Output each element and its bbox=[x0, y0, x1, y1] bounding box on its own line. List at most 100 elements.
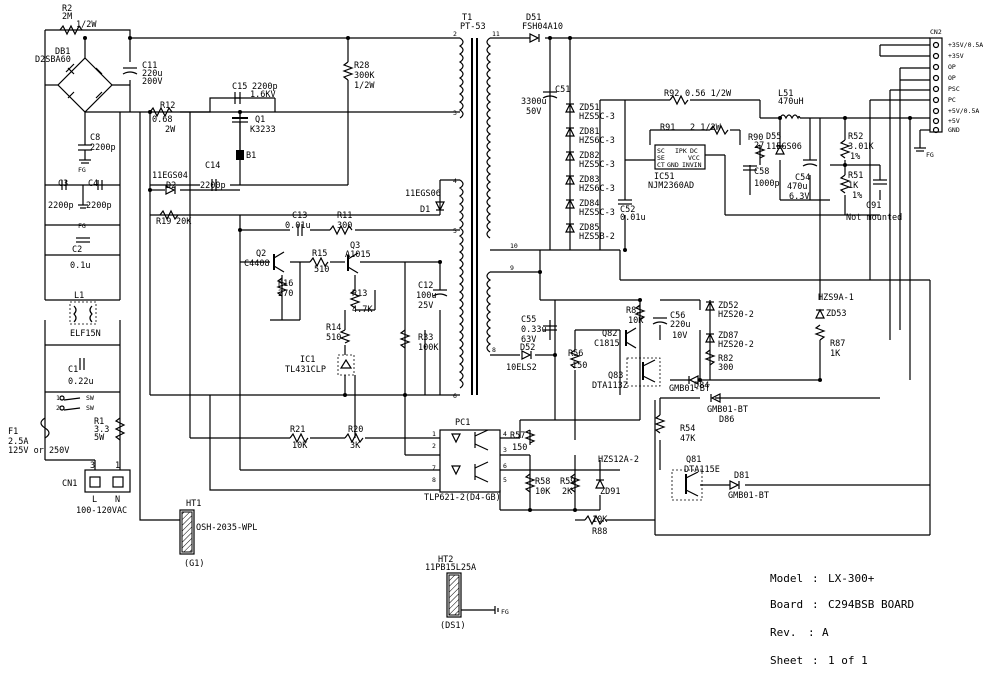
d84-val: GMB01-BT bbox=[669, 384, 710, 394]
ic51-ref: IC51 bbox=[654, 172, 674, 182]
c4-ref: C4 bbox=[88, 179, 98, 189]
zd82-val: HZS5C-3 bbox=[579, 160, 615, 170]
c12-ref: C12 bbox=[418, 281, 433, 291]
r92-val: 0.56 1/2W bbox=[685, 89, 732, 99]
ic1-val: TL431CLP bbox=[285, 365, 326, 375]
component-C52: C52 0.01u bbox=[618, 199, 646, 223]
t1-pin6: 6 bbox=[453, 392, 457, 400]
title-block: Model : LX-300+ Board : C294BSB BOARD Re… bbox=[770, 572, 914, 667]
db1-ref: DB1 bbox=[55, 47, 70, 57]
d81-val: GMB01-BT bbox=[728, 491, 769, 501]
d81-ref: D81 bbox=[734, 471, 749, 481]
component-C55: C55 0.33u 63V bbox=[521, 315, 557, 345]
cn1-pin1: 1 bbox=[115, 461, 120, 471]
component-R87: R87 1K bbox=[814, 324, 845, 359]
r2-val2: 1/2W bbox=[76, 20, 97, 30]
l1-val: ELF15N bbox=[70, 329, 101, 339]
component-HT2: FG HT2 11PB15L25A (DS1) bbox=[425, 555, 509, 631]
r16-val: 270 bbox=[278, 289, 293, 299]
c55-val2: 63V bbox=[521, 335, 536, 345]
r59-ref: R59 bbox=[560, 477, 575, 487]
component-D2: 11EGS04 D2 bbox=[152, 171, 188, 195]
pc1-pin7: 7 bbox=[432, 464, 436, 472]
zd52-val: HZS20-2 bbox=[718, 310, 754, 320]
component-D84: D84 GMB01-BT bbox=[669, 375, 710, 394]
r52-val2: 1% bbox=[850, 152, 860, 162]
c58-val: 1000p bbox=[754, 179, 780, 189]
ht1-val: OSH-2035-WPL bbox=[196, 523, 257, 533]
component-ZD53: HZS9A-1 ZD53 bbox=[815, 293, 854, 319]
r16-ref: R16 bbox=[278, 279, 293, 289]
c12-val2: 25V bbox=[418, 301, 433, 311]
r28-val: 300K bbox=[354, 71, 375, 81]
f1-val: 2.5A bbox=[8, 437, 28, 447]
component-ZD91: HZS12A-2 ZD91 bbox=[595, 455, 639, 497]
pc1-pin1: 1 bbox=[432, 430, 436, 438]
component-R83: R83 10K bbox=[626, 304, 646, 326]
ht2-val: 11PB15L25A bbox=[425, 563, 476, 573]
r88-val: 10K bbox=[592, 515, 608, 525]
zd81-ref: ZD81 bbox=[579, 127, 599, 137]
component-L51: L51 470uH bbox=[778, 89, 804, 120]
component-B1: B1 bbox=[236, 150, 256, 161]
rev-label: Rev. bbox=[770, 626, 797, 639]
r33-val: 100K bbox=[418, 343, 439, 353]
r90-ref: R90 bbox=[748, 133, 763, 143]
zd91-val: HZS12A-2 bbox=[598, 455, 639, 465]
r83-ref: R83 bbox=[626, 306, 641, 316]
r2-ref: R2 bbox=[62, 4, 72, 14]
d86-ref: D86 bbox=[719, 415, 734, 425]
c12-val: 100u bbox=[416, 291, 436, 301]
t1-pin2: 2 bbox=[453, 30, 457, 38]
ic51-pin-invin: INVIN bbox=[682, 161, 702, 169]
component-C12: C12 100u 25V bbox=[416, 281, 448, 311]
c55-ref: C55 bbox=[521, 315, 536, 325]
zd84-ref: ZD84 bbox=[579, 199, 599, 209]
component-R90: R90 27 bbox=[748, 133, 766, 159]
component-ZD52: ZD52 HZS20-2 bbox=[705, 300, 754, 320]
zd51-ref: ZD51 bbox=[579, 103, 599, 113]
r15-ref: R15 bbox=[312, 249, 327, 259]
ic51-pin-ipk: IPK bbox=[675, 147, 687, 155]
rev-sep: : bbox=[808, 626, 815, 639]
component-C54: C54 470u 6.3V bbox=[787, 159, 818, 202]
rev-value: A bbox=[822, 626, 829, 639]
r52-val: 3.01K bbox=[848, 142, 874, 152]
r11-ref: R11 bbox=[337, 211, 352, 221]
c2-ref: C2 bbox=[72, 245, 82, 255]
c51-val2: 50V bbox=[526, 107, 541, 117]
c1-ref: C1 bbox=[68, 365, 78, 375]
r14-ref: R14 bbox=[326, 323, 341, 333]
r51-val2: 1% bbox=[852, 191, 862, 201]
pc1-pin5: 5 bbox=[503, 476, 507, 484]
d55-ref: D55 bbox=[766, 132, 781, 142]
c91-ref: C91 bbox=[866, 201, 881, 211]
zd51-val: HZS5C-3 bbox=[579, 112, 615, 122]
c55-val: 0.33u bbox=[521, 325, 547, 335]
q3-val: A1015 bbox=[345, 250, 371, 260]
r28-ref: R28 bbox=[354, 61, 369, 71]
board-sep: : bbox=[812, 598, 819, 611]
d51-ref: D51 bbox=[526, 13, 541, 23]
c52-ref: C52 bbox=[620, 205, 635, 215]
component-Q81: Q81 DTA115E bbox=[671, 455, 720, 501]
component-C15: C15 2200p 1.6KV bbox=[232, 82, 278, 104]
zener-chain: ZD51 HZS5C-3 ZD81 HZS6C-3 ZD82 HZS5C-3 Z… bbox=[565, 102, 615, 242]
r1-val2: 5W bbox=[94, 433, 105, 443]
t1-pin8: 8 bbox=[492, 346, 496, 354]
pc1-pin8: 8 bbox=[432, 476, 436, 484]
ic51-pin-dc: DC bbox=[690, 147, 698, 155]
component-R1: R1 3.3 5W bbox=[94, 417, 126, 443]
r82-val: 300 bbox=[718, 363, 733, 373]
d1-val: 11EGS06 bbox=[405, 189, 441, 199]
component-D51: D51 FSH04A10 bbox=[522, 13, 563, 43]
r82-ref: R82 bbox=[718, 354, 733, 364]
component-R19: R19 20K bbox=[156, 209, 192, 227]
pc1-val: TLP621-2(D4-GB) bbox=[424, 493, 501, 503]
component-IC1: IC1 TL431CLP bbox=[285, 354, 355, 376]
sheet-value: 1 of 1 bbox=[828, 654, 868, 667]
board-value: C294BSB BOARD bbox=[828, 598, 914, 611]
component-CN1: 3 1 CN1 L N 100-120VAC bbox=[62, 461, 131, 516]
q1-val: K3233 bbox=[250, 125, 276, 135]
c54-val: 470u bbox=[787, 182, 807, 192]
